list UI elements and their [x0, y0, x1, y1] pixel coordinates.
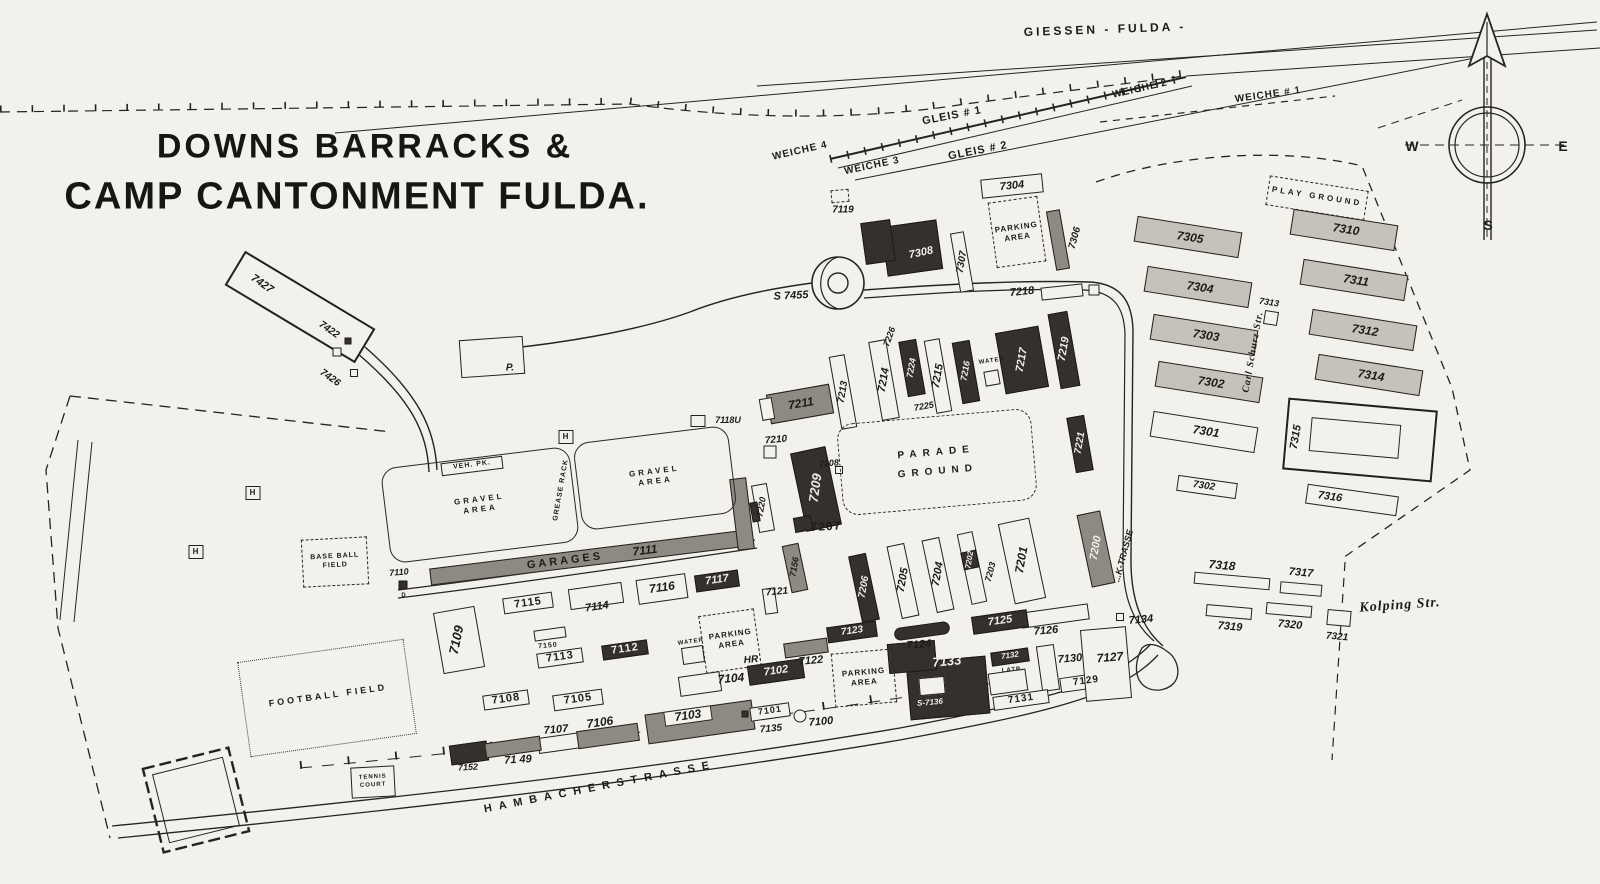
map-title-line1: DOWNS BARRACKS &: [156, 127, 574, 166]
label-tennis-court: TENNIS COURT: [358, 773, 387, 789]
bldg-7426: [350, 369, 358, 377]
bldg-7210: [763, 445, 777, 459]
map-label: 7304: [999, 178, 1025, 194]
bldg-7134: [1116, 613, 1124, 621]
bldg-7118u: [690, 415, 706, 427]
bldg-7110: [398, 580, 408, 590]
map-label: 7130: [1057, 651, 1083, 666]
bldg-7218-annex: [1088, 284, 1100, 296]
bldg-7321: [1326, 608, 1352, 628]
bldg-water-north: [983, 369, 1001, 387]
map-label: 7208: [818, 457, 840, 470]
map-label: 7122: [798, 653, 824, 668]
bldg-7136-chip: [918, 675, 946, 697]
map-title-line2: CAMP CANTONMENT FULDA.: [64, 175, 650, 218]
map-label: 7110: [388, 566, 410, 578]
bldg-h-marker-3: [558, 430, 574, 444]
map-label: 7127: [1096, 649, 1124, 666]
bldg-7308-annex: [860, 219, 896, 265]
map-label: 7133: [931, 652, 962, 670]
map-label: 7319: [1217, 619, 1243, 634]
compass-west-label: W: [1405, 138, 1419, 154]
map-label: H: [249, 487, 257, 497]
map-label: D: [401, 593, 407, 600]
map-label: 7124: [906, 637, 932, 652]
map-label: 7318: [1208, 557, 1236, 574]
map-label: 7118U: [715, 415, 741, 426]
label-baseball-field: BASE BALL FIELD: [310, 551, 360, 570]
bldg-h-marker-2: [188, 545, 204, 559]
map-label: 7317: [1288, 565, 1314, 580]
map-label: 7100: [808, 714, 834, 729]
map-label: 7104: [717, 670, 745, 687]
bldg-d-mark: [741, 710, 749, 718]
map-label: H: [562, 431, 570, 441]
bldg-p: [458, 335, 526, 379]
map-label: S 7455: [773, 288, 809, 303]
map-label: P.: [505, 362, 515, 374]
map-label: 7126: [1033, 623, 1059, 638]
compass-south-label: S: [1483, 217, 1493, 233]
label-parking-south: PARKING AREA: [841, 665, 886, 689]
map-label: 7119: [832, 204, 854, 216]
area-7119: [830, 188, 850, 204]
compass-east-label: E: [1558, 138, 1568, 154]
bldg-7208: [835, 466, 843, 474]
map-label: 7111: [631, 541, 659, 559]
map-label: 7135: [759, 722, 783, 736]
bldg-7422-b: [344, 337, 352, 345]
map-label: 7320: [1277, 617, 1303, 632]
map-label: H: [192, 546, 200, 556]
map-label: 7207: [810, 518, 842, 534]
map-label: 7134: [1128, 612, 1154, 627]
map-label: 7210: [764, 433, 788, 447]
bldg-h-marker-1: [245, 486, 261, 500]
map-label: 7152: [457, 761, 479, 773]
map-label: 71 49: [503, 753, 533, 767]
map-label: 7321: [1325, 630, 1349, 644]
bldg-7422-a: [332, 347, 342, 357]
map-label: 7218: [1009, 284, 1035, 300]
bldg-water-south: [680, 645, 706, 665]
label-parade-ground: PARADE GROUND: [897, 443, 979, 481]
bldg-7100-circle: [793, 709, 807, 723]
map-label: 7121: [765, 585, 789, 599]
map-label: 7107: [543, 722, 569, 737]
map-label: HR: [743, 653, 759, 667]
